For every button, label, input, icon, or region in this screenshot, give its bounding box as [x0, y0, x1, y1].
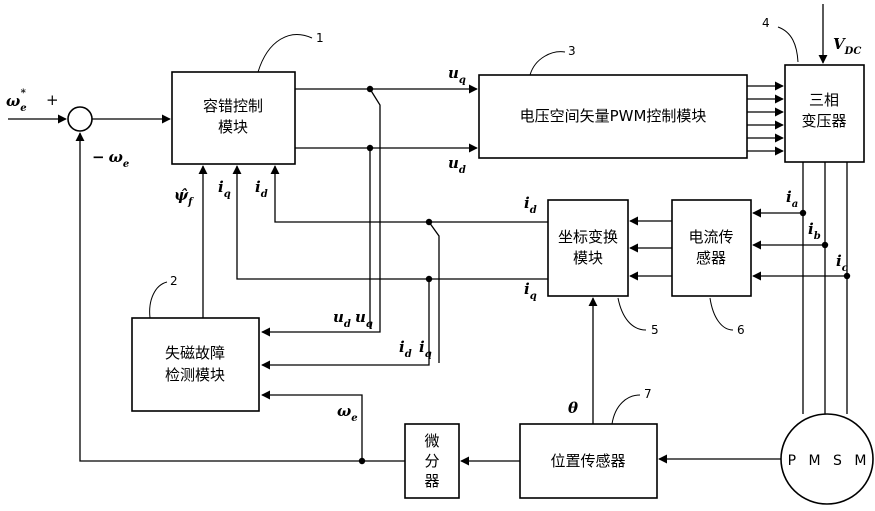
- omega-demag-label: ωe: [337, 402, 358, 424]
- pmsm-label: P M S M: [788, 453, 871, 469]
- id-coord-label: id: [524, 194, 537, 216]
- ref-number-1: 1: [316, 31, 324, 45]
- three-phase-lines: [803, 162, 847, 414]
- coordinate-transform-block: 坐标变换 模块: [548, 200, 628, 296]
- coord-label-line2: 模块: [573, 249, 603, 267]
- ref-number-5: 5: [651, 323, 659, 337]
- fault-tolerant-control-block: 容错控制 模块: [172, 72, 295, 164]
- svpwm-label: 电压空间矢量PWM控制模块: [520, 107, 707, 125]
- coord-label-line1: 坐标变换: [558, 228, 618, 246]
- demag-label-line1: 失磁故障: [165, 344, 225, 362]
- iq-coord-label: iq: [524, 280, 537, 302]
- psi-f-label: ψ̂f: [174, 186, 194, 208]
- vdc-label: VDC: [833, 35, 861, 57]
- ud-demag-label: ud: [333, 308, 351, 330]
- current-sensor-label-line2: 感器: [696, 249, 726, 267]
- inverter-label-line2: 变压器: [801, 112, 846, 130]
- id-branch: [429, 222, 439, 363]
- demagnetization-detection-block: 失磁故障 检测模块: [132, 318, 259, 411]
- position-sensor-label: 位置传感器: [550, 452, 625, 470]
- pmsm-motor: P M S M: [781, 414, 873, 504]
- position-sensor-block: 位置传感器: [520, 424, 657, 498]
- speed-feedback-label: −ωe: [92, 148, 129, 170]
- ia-label: ia: [786, 188, 798, 210]
- differentiator-label-line2: 分: [424, 452, 439, 470]
- differentiator-label-line3: 器: [424, 472, 439, 490]
- fault-tolerant-label-line2: 模块: [218, 118, 248, 136]
- ic-label: ic: [836, 252, 848, 274]
- uq-label: uq: [448, 64, 466, 86]
- current-sensor-label-line1: 电流传: [688, 228, 733, 246]
- iq-controller-label: iq: [218, 178, 231, 200]
- fault-tolerant-label-line1: 容错控制: [203, 97, 263, 115]
- id-demag-label: id: [399, 338, 412, 360]
- plus-sign: +: [46, 91, 59, 109]
- iq-demag-label: iq: [419, 338, 432, 360]
- svpwm-block: 电压空间矢量PWM控制模块: [479, 75, 747, 158]
- differentiator-label-line1: 微: [424, 432, 439, 450]
- ib-label: ib: [808, 220, 821, 242]
- ref-number-3: 3: [568, 44, 576, 58]
- inverter-block: 三相 变压器: [785, 65, 864, 162]
- ref-number-4: 4: [762, 16, 770, 30]
- ud-label: ud: [448, 154, 466, 176]
- summing-junction: [68, 107, 92, 131]
- id-controller-label: id: [255, 178, 268, 200]
- ref-number-2: 2: [170, 274, 178, 288]
- id-feedback-line: [275, 166, 548, 222]
- demag-label-line2: 检测模块: [165, 366, 225, 384]
- speed-reference-label: ωe*: [6, 88, 27, 114]
- differentiator-block: 微 分 器: [405, 424, 459, 498]
- inverter-label-line1: 三相: [809, 91, 839, 109]
- ref-number-6: 6: [737, 323, 745, 337]
- ref-number-7: 7: [644, 387, 652, 401]
- pwm-signal-lines: [747, 86, 783, 151]
- current-sensor-block: 电流传 感器: [672, 200, 751, 296]
- theta-label: θ: [568, 399, 578, 417]
